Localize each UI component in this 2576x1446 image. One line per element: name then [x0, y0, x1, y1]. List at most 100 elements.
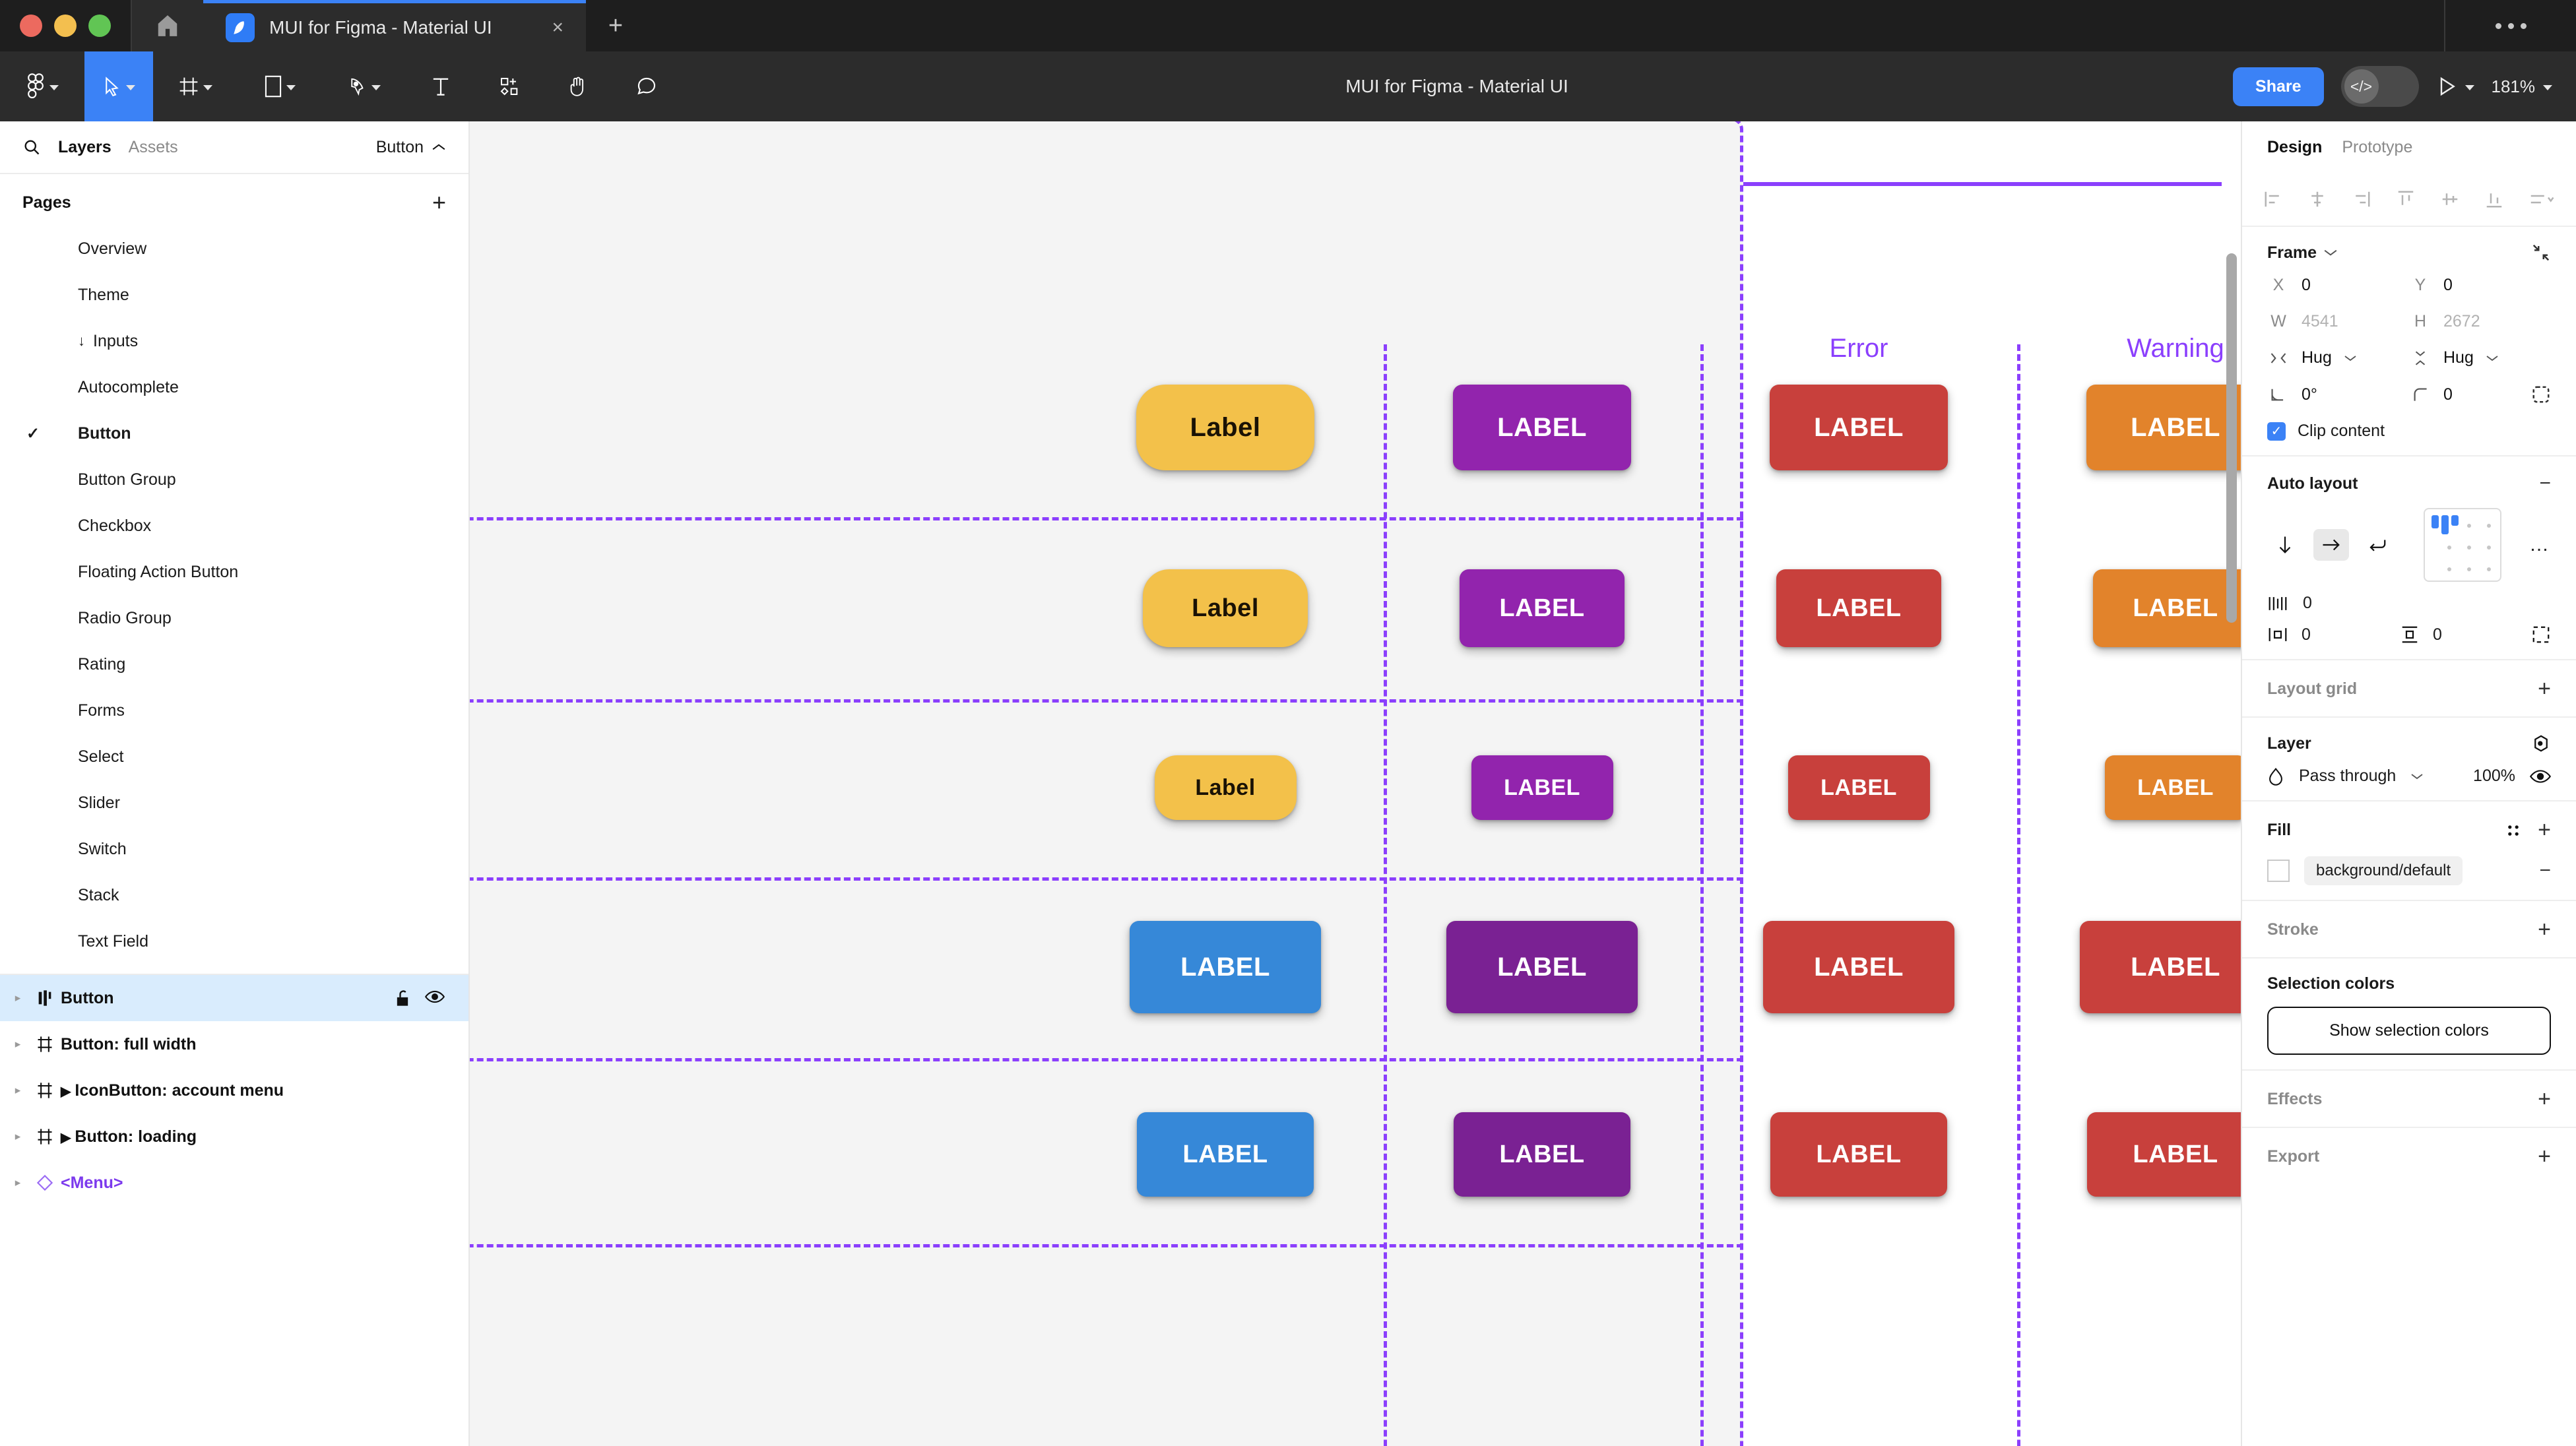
design-button[interactable]: LABEL: [1770, 385, 1948, 470]
align-bottom-icon[interactable]: [2484, 189, 2504, 209]
pen-tool[interactable]: [322, 51, 406, 121]
frame-tool[interactable]: [153, 51, 238, 121]
remove-auto-layout-button[interactable]: −: [2539, 472, 2551, 494]
share-button[interactable]: Share: [2233, 67, 2324, 106]
page-item-rating[interactable]: Rating: [0, 641, 468, 687]
layer-row[interactable]: ▸▶Button: loading: [0, 1114, 468, 1160]
design-button[interactable]: LABEL: [2104, 755, 2241, 820]
comment-tool[interactable]: [612, 51, 681, 121]
main-menu-button[interactable]: [0, 51, 84, 121]
design-button[interactable]: LABEL: [1446, 921, 1638, 1013]
page-item-overview[interactable]: Overview: [0, 226, 468, 272]
page-item-text-field[interactable]: Text Field: [0, 918, 468, 964]
clip-content-row[interactable]: ✓ Clip content: [2267, 422, 2551, 441]
search-icon[interactable]: [22, 138, 41, 156]
direction-horizontal-button[interactable]: [2313, 529, 2349, 561]
design-button[interactable]: LABEL: [1763, 921, 1954, 1013]
design-button[interactable]: LABEL: [2080, 921, 2241, 1013]
minimize-window-button[interactable]: [54, 15, 77, 37]
home-button[interactable]: [131, 0, 203, 51]
page-selector[interactable]: Button: [376, 138, 446, 157]
design-button[interactable]: Label: [1136, 385, 1314, 470]
align-horizontal-center-icon[interactable]: [2307, 189, 2327, 209]
browser-overflow-menu-button[interactable]: [2444, 0, 2576, 51]
close-window-button[interactable]: [20, 15, 42, 37]
layer-row[interactable]: ▸<Menu>: [0, 1160, 468, 1206]
vertical-padding-field[interactable]: 0: [2400, 625, 2442, 644]
collapse-icon[interactable]: [2531, 243, 2551, 263]
expand-arrow-icon[interactable]: ▸: [15, 1176, 21, 1189]
align-top-icon[interactable]: [2396, 189, 2416, 209]
expand-arrow-icon[interactable]: ▸: [15, 1038, 21, 1050]
add-export-button[interactable]: +: [2538, 1144, 2551, 1169]
design-button[interactable]: LABEL: [1130, 921, 1321, 1013]
page-item-forms[interactable]: Forms: [0, 687, 468, 734]
height-field[interactable]: H 2672: [2409, 312, 2551, 331]
tab-assets[interactable]: Assets: [128, 137, 178, 156]
page-item-button-group[interactable]: Button Group: [0, 456, 468, 503]
design-button[interactable]: LABEL: [1453, 385, 1631, 470]
corner-radius-field[interactable]: 0: [2409, 385, 2551, 404]
page-item-radio-group[interactable]: Radio Group: [0, 595, 468, 641]
design-button[interactable]: LABEL: [1770, 1112, 1947, 1197]
page-item-autocomplete[interactable]: Autocomplete: [0, 364, 468, 410]
eye-icon[interactable]: [425, 989, 445, 1007]
padding-sides-icon[interactable]: [2531, 625, 2551, 644]
file-tab[interactable]: MUI for Figma - Material UI ×: [203, 0, 586, 51]
design-button[interactable]: LABEL: [2087, 1112, 2241, 1197]
add-page-button[interactable]: +: [432, 189, 446, 216]
design-canvas[interactable]: Contained Primary*SecondaryErrorWarning …: [470, 121, 2241, 1446]
direction-wrap-button[interactable]: [2360, 529, 2395, 561]
x-field[interactable]: X 0: [2267, 276, 2409, 295]
layer-row[interactable]: ▸Button: full width: [0, 1021, 468, 1067]
fill-color-swatch[interactable]: [2267, 860, 2290, 882]
design-button[interactable]: LABEL: [1454, 1112, 1630, 1197]
dev-mode-toggle[interactable]: </>: [2340, 66, 2419, 107]
unlock-icon[interactable]: [395, 989, 410, 1007]
expand-arrow-icon[interactable]: ▸: [15, 991, 21, 1004]
design-button[interactable]: LABEL: [1460, 569, 1625, 647]
remove-fill-button[interactable]: −: [2539, 860, 2551, 881]
design-button[interactable]: Label: [1143, 569, 1308, 647]
design-button[interactable]: LABEL: [1776, 569, 1941, 647]
close-tab-button[interactable]: ×: [552, 16, 564, 38]
distribute-icon[interactable]: [2528, 189, 2555, 209]
expand-arrow-icon[interactable]: ▸: [15, 1084, 21, 1096]
page-item-checkbox[interactable]: Checkbox: [0, 503, 468, 549]
expand-arrow-icon[interactable]: ▸: [15, 1130, 21, 1143]
align-vertical-center-icon[interactable]: [2440, 189, 2460, 209]
blend-mode-value[interactable]: Pass through: [2299, 767, 2397, 785]
canvas-vertical-scrollbar[interactable]: [2226, 253, 2237, 623]
design-button[interactable]: LABEL: [2093, 569, 2241, 647]
opacity-value[interactable]: 100%: [2473, 767, 2515, 785]
style-grid-icon[interactable]: [2505, 822, 2522, 839]
text-tool[interactable]: [406, 51, 475, 121]
tab-layers[interactable]: Layers: [58, 137, 112, 156]
move-tool[interactable]: [84, 51, 153, 121]
add-stroke-button[interactable]: +: [2538, 917, 2551, 942]
add-effect-button[interactable]: +: [2538, 1086, 2551, 1112]
height-resize-field[interactable]: Hug: [2409, 348, 2551, 367]
actions-tool[interactable]: [475, 51, 544, 121]
new-tab-button[interactable]: +: [608, 11, 624, 40]
width-field[interactable]: W 4541: [2267, 312, 2409, 331]
width-resize-field[interactable]: Hug: [2267, 348, 2409, 367]
page-item-switch[interactable]: Switch: [0, 826, 468, 872]
eye-icon[interactable]: [2530, 768, 2551, 785]
horizontal-padding-field[interactable]: 0: [2267, 625, 2311, 644]
page-item-slider[interactable]: Slider: [0, 780, 468, 826]
add-layout-grid-button[interactable]: +: [2538, 676, 2551, 701]
tab-design[interactable]: Design: [2267, 137, 2323, 156]
design-button[interactable]: LABEL: [1787, 755, 1930, 820]
design-button[interactable]: Label: [1154, 755, 1297, 820]
auto-layout-more-button[interactable]: …: [2529, 534, 2551, 555]
independent-corners-icon[interactable]: [2531, 385, 2551, 404]
gap-value[interactable]: 0: [2303, 594, 2312, 612]
mask-icon[interactable]: [2531, 734, 2551, 753]
align-right-icon[interactable]: [2352, 189, 2371, 209]
design-button[interactable]: LABEL: [1137, 1112, 1314, 1197]
page-item-button[interactable]: ✓Button: [0, 410, 468, 456]
chevron-down-icon[interactable]: [2323, 248, 2338, 257]
direction-vertical-button[interactable]: [2267, 529, 2303, 561]
add-fill-button[interactable]: +: [2538, 817, 2551, 842]
